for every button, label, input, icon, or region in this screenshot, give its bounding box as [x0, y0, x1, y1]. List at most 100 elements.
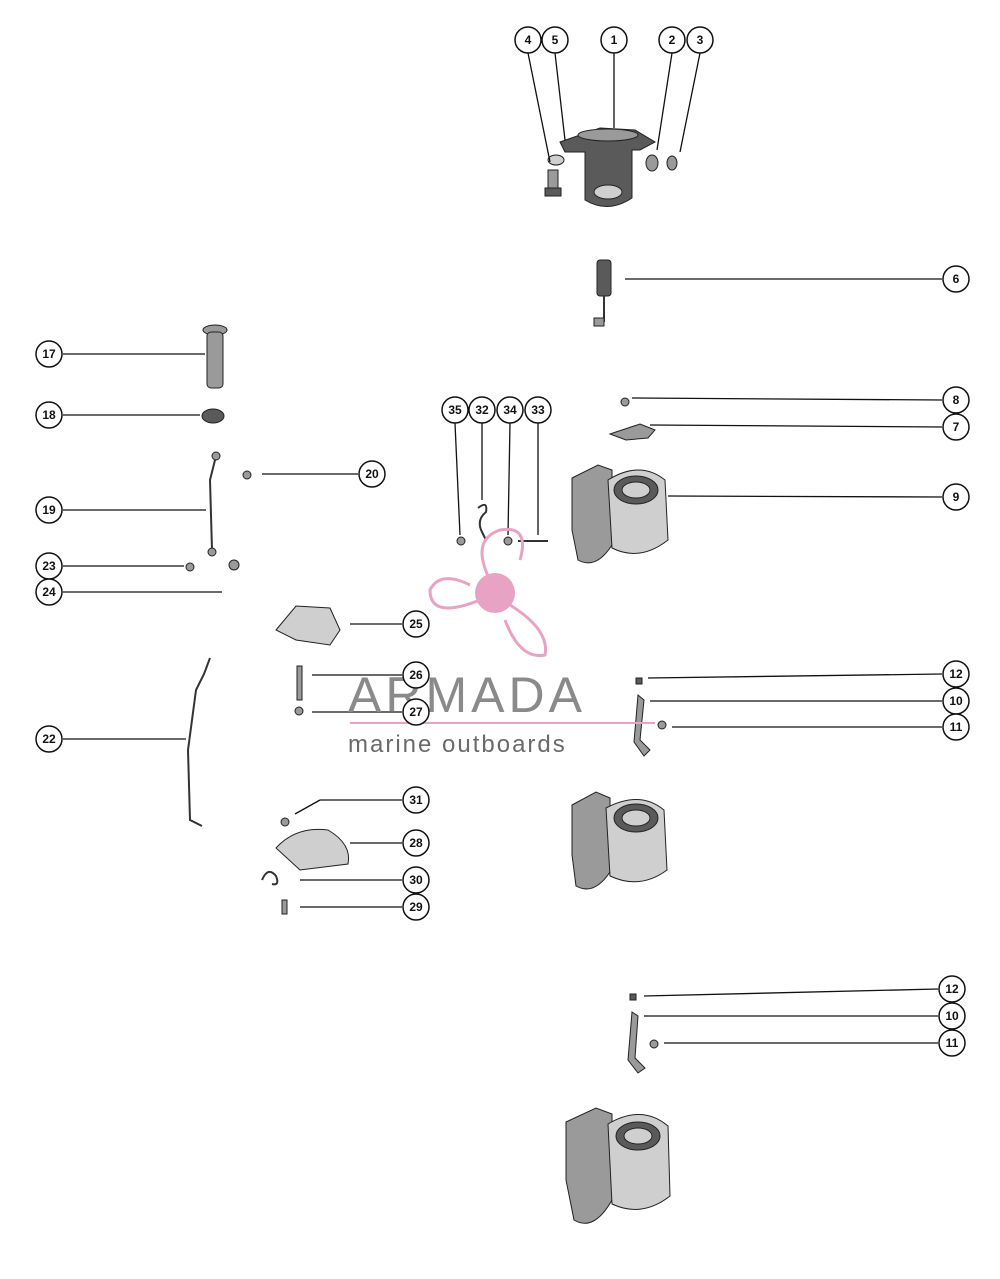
part-24-nut — [228, 559, 240, 571]
callout-label-11-lower: 11 — [946, 1036, 959, 1050]
leader-9 — [667, 495, 943, 498]
watermark: ARMADA marine outboards — [348, 527, 655, 758]
callout-9: 9 — [942, 483, 970, 511]
leader-2 — [656, 52, 673, 151]
callout-label-18: 18 — [42, 408, 56, 422]
part-4-bolt — [544, 169, 562, 197]
callout-8: 8 — [942, 386, 970, 414]
callout-label-26: 26 — [409, 668, 423, 682]
part-28-screen — [275, 828, 350, 871]
callout-label-10-lower: 10 — [945, 1009, 959, 1023]
callout-label-1: 1 — [611, 33, 618, 47]
callout-31: 31 — [402, 786, 430, 814]
callout-label-28: 28 — [409, 836, 423, 850]
leader-4 — [527, 52, 551, 163]
part-25-cam — [275, 605, 341, 646]
callout-24: 24 — [35, 578, 63, 606]
callout-4: 4 — [514, 26, 542, 54]
propeller-icon — [428, 527, 548, 658]
leader-8 — [631, 397, 943, 401]
callout-label-29: 29 — [409, 900, 423, 914]
leader-12-upper — [647, 673, 943, 679]
callout-label-20: 20 — [365, 467, 379, 481]
callout-10-upper: 10 — [942, 687, 970, 715]
leader-34 — [507, 422, 511, 536]
callout-26: 26 — [402, 661, 430, 689]
part-22-arm — [186, 657, 211, 827]
callout-17: 17 — [35, 340, 63, 368]
part-34-ring — [503, 536, 513, 546]
part-26-shaft — [296, 665, 303, 701]
callout-5: 5 — [541, 26, 569, 54]
callout-label-9: 9 — [953, 490, 960, 504]
callout-23: 23 — [35, 552, 63, 580]
callout-label-31: 31 — [409, 793, 423, 807]
callout-2: 2 — [658, 26, 686, 54]
callout-label-8: 8 — [953, 393, 960, 407]
part-32-spring — [477, 503, 488, 541]
leader-5 — [554, 52, 566, 141]
callout-35: 35 — [441, 396, 469, 424]
part-carburetor-lower — [565, 1107, 671, 1224]
callout-label-10-upper: 10 — [949, 694, 963, 708]
part-12-nut-lower — [629, 993, 637, 1001]
part-17-tube — [202, 324, 228, 389]
part-10-lever-lower — [627, 1011, 646, 1074]
leader-3 — [679, 52, 701, 153]
callout-32: 32 — [468, 396, 496, 424]
part-10-lever-upper — [633, 694, 651, 757]
part-18-grommet — [201, 408, 225, 424]
callout-1: 1 — [600, 26, 628, 54]
callout-label-32: 32 — [475, 403, 489, 417]
part-30-spring — [261, 870, 279, 886]
part-29-screw — [281, 899, 288, 915]
part-carburetor-middle — [571, 791, 668, 890]
callout-label-5: 5 — [552, 33, 559, 47]
callout-30: 30 — [402, 866, 430, 894]
callout-label-7: 7 — [953, 420, 960, 434]
part-9-carburetor — [571, 464, 669, 564]
part-6-plunger — [593, 259, 612, 327]
callout-34: 34 — [496, 396, 524, 424]
part-11-screw-upper — [657, 720, 667, 730]
callout-18: 18 — [35, 401, 63, 429]
callout-19: 19 — [35, 496, 63, 524]
leader-7 — [649, 424, 943, 428]
callout-10-lower: 10 — [938, 1002, 966, 1030]
part-11-screw-lower — [649, 1039, 659, 1049]
leader-12-lower — [643, 988, 939, 997]
part-23-nut — [185, 562, 195, 572]
callout-12-lower: 12 — [938, 975, 966, 1003]
callout-label-19: 19 — [42, 503, 56, 517]
callout-label-12-upper: 12 — [949, 667, 963, 681]
callout-25: 25 — [402, 610, 430, 638]
watermark-tagline: marine outboards — [348, 731, 567, 758]
callout-label-3: 3 — [697, 33, 704, 47]
part-8-screw — [620, 397, 630, 407]
callout-11-upper: 11 — [942, 713, 970, 741]
callout-label-6: 6 — [953, 272, 960, 286]
part-3-ring — [666, 155, 678, 171]
callout-label-22: 22 — [42, 732, 56, 746]
callout-6: 6 — [942, 265, 970, 293]
callout-label-33: 33 — [531, 403, 545, 417]
leader-35 — [454, 422, 461, 536]
callout-label-11-upper: 11 — [950, 720, 963, 734]
callout-label-2: 2 — [669, 33, 676, 47]
part-1-body — [559, 127, 657, 207]
callout-3: 3 — [686, 26, 714, 54]
callout-label-17: 17 — [42, 347, 56, 361]
callout-label-35: 35 — [448, 403, 462, 417]
callout-28: 28 — [402, 829, 430, 857]
callout-33: 33 — [524, 396, 552, 424]
part-20-screw — [242, 470, 252, 480]
callout-label-4: 4 — [525, 33, 532, 47]
part-7-lever — [608, 423, 656, 441]
part-5-washer — [547, 154, 565, 166]
callout-22: 22 — [35, 725, 63, 753]
part-31-screw — [280, 817, 290, 827]
leader-31 — [294, 799, 321, 815]
callout-7: 7 — [942, 413, 970, 441]
callout-29: 29 — [402, 893, 430, 921]
callout-label-23: 23 — [42, 559, 56, 573]
